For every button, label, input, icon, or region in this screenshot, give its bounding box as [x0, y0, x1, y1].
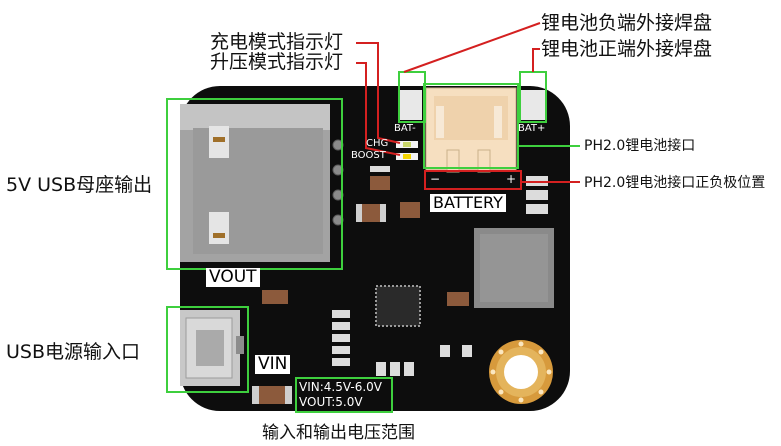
label-boost-led: 升压模式指示灯 — [210, 51, 344, 73]
resistor-7 — [390, 362, 400, 376]
silk-boost: BOOST — [351, 150, 386, 161]
chg-led-core — [403, 142, 411, 147]
ph-connector-pin-left — [436, 106, 444, 138]
leader-bat-positive — [532, 48, 540, 72]
silk-plus-sign: + — [506, 172, 517, 186]
resistor-2 — [332, 322, 350, 330]
silk-bat-plus: BAT+ — [518, 123, 546, 134]
capacitor-6-end-a — [252, 386, 259, 404]
label-bat-positive: 锂电池正端外接焊盘 — [541, 38, 713, 60]
leader-charge-led — [356, 42, 401, 144]
capacitor-1-end-b — [380, 204, 386, 222]
capacitor-3 — [400, 202, 420, 218]
mounting-via-4 — [546, 369, 552, 375]
usb-a-tab-bottom — [209, 212, 229, 244]
resistor-5 — [332, 358, 350, 366]
capacitor-6-end-b — [285, 386, 292, 404]
silk-vin-range: VIN:4.5V-6.0V — [299, 380, 382, 394]
mounting-via-7 — [498, 389, 504, 395]
label-usb-output: 5V USB母座输出 — [6, 174, 153, 196]
leader-boost-led — [356, 62, 401, 156]
label-ph-polarity: PH2.0锂电池接口正负极位置 — [584, 175, 766, 191]
mounting-hole — [504, 355, 538, 389]
silk-vout-value: VOUT:5.0V — [299, 395, 363, 409]
highlight-voltage-range — [295, 377, 393, 413]
silk-bat-minus: BAT- — [394, 123, 416, 134]
mounting-via-5 — [498, 349, 504, 355]
label-ph-connector: PH2.0锂电池接口 — [584, 138, 696, 154]
capacitor-2 — [370, 176, 390, 190]
label-bat-negative: 锂电池负端外接焊盘 — [541, 12, 713, 34]
capacitor-1-end-a — [356, 204, 362, 222]
capacitor-5 — [447, 292, 469, 306]
silk-vout: VOUT — [206, 268, 260, 287]
resistor-14 — [370, 166, 390, 172]
resistor-13 — [526, 204, 548, 214]
resistor-1 — [332, 310, 350, 318]
silk-minus-sign: − — [430, 172, 441, 186]
bat-positive-pad — [521, 90, 545, 120]
resistor-12 — [526, 190, 548, 200]
resistor-9 — [440, 345, 450, 357]
silk-chg: CHG — [366, 138, 389, 149]
capacitor-6 — [252, 386, 292, 404]
boost-led-core — [403, 154, 411, 159]
micro-usb-opening — [196, 330, 224, 366]
resistor-3 — [332, 334, 350, 342]
label-usb-input: USB电源输入口 — [6, 341, 141, 363]
inductor-top — [480, 234, 548, 302]
highlight-usb-input — [166, 306, 249, 393]
usb-a-tab-top-mark — [213, 137, 225, 142]
label-charge-led: 充电模式指示灯 — [210, 31, 344, 53]
usb-a-tab-bottom-mark — [213, 233, 225, 238]
mounting-via-6 — [538, 349, 544, 355]
highlight-ph-polarity — [424, 170, 522, 190]
resistor-4 — [332, 346, 350, 354]
mounting-via-1 — [518, 341, 524, 347]
label-voltage-range: 输入和输出电压范围 — [262, 423, 415, 443]
mounting-via-2 — [518, 397, 524, 403]
usb-a-top — [180, 104, 330, 130]
capacitor-4 — [262, 290, 288, 304]
main-ic — [375, 285, 421, 327]
resistor-6 — [376, 362, 386, 376]
leader-bat-negative — [403, 22, 541, 73]
highlight-ph-connector — [423, 83, 519, 169]
resistor-10 — [462, 345, 472, 357]
bat-negative-pad — [398, 90, 422, 120]
micro-usb-pin — [236, 336, 244, 354]
capacitor-1 — [356, 204, 386, 222]
silk-battery: BATTERY — [430, 194, 506, 212]
ph-connector-pin-right — [494, 106, 502, 138]
mounting-via-8 — [538, 389, 544, 395]
mounting-via-3 — [490, 369, 496, 375]
silk-vin: VIN — [255, 355, 291, 374]
resistor-8 — [404, 362, 414, 376]
